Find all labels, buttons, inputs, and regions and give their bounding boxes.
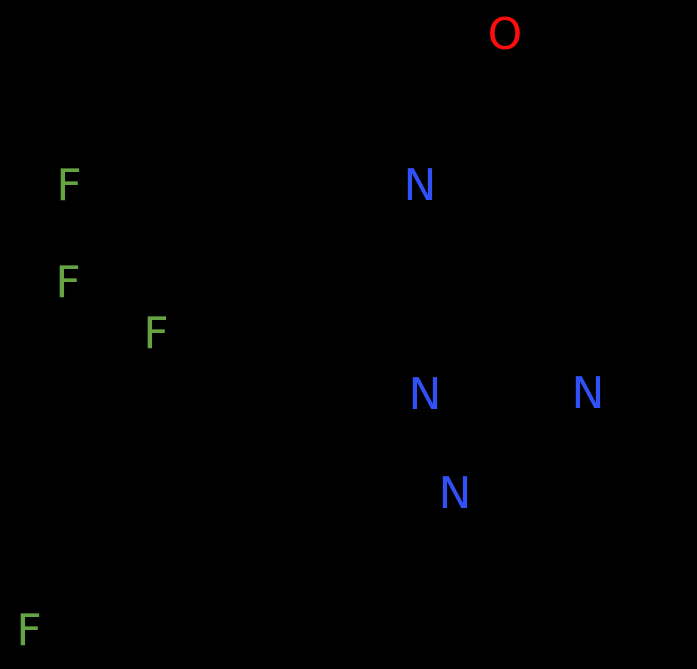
atom-label-nitrogen: N — [403, 160, 437, 211]
atom-label-nitrogen: N — [571, 368, 605, 419]
atom-label-fluorine: F — [55, 257, 81, 308]
atom-label-fluorine: F — [16, 605, 42, 656]
atom-label-fluorine: F — [143, 308, 169, 359]
atom-label-nitrogen: N — [408, 369, 442, 420]
atom-label-oxygen: O — [487, 9, 523, 60]
atom-label-nitrogen: N — [438, 468, 472, 519]
bond-group — [53, 61, 692, 627]
atom-label-fluorine: F — [56, 160, 82, 211]
